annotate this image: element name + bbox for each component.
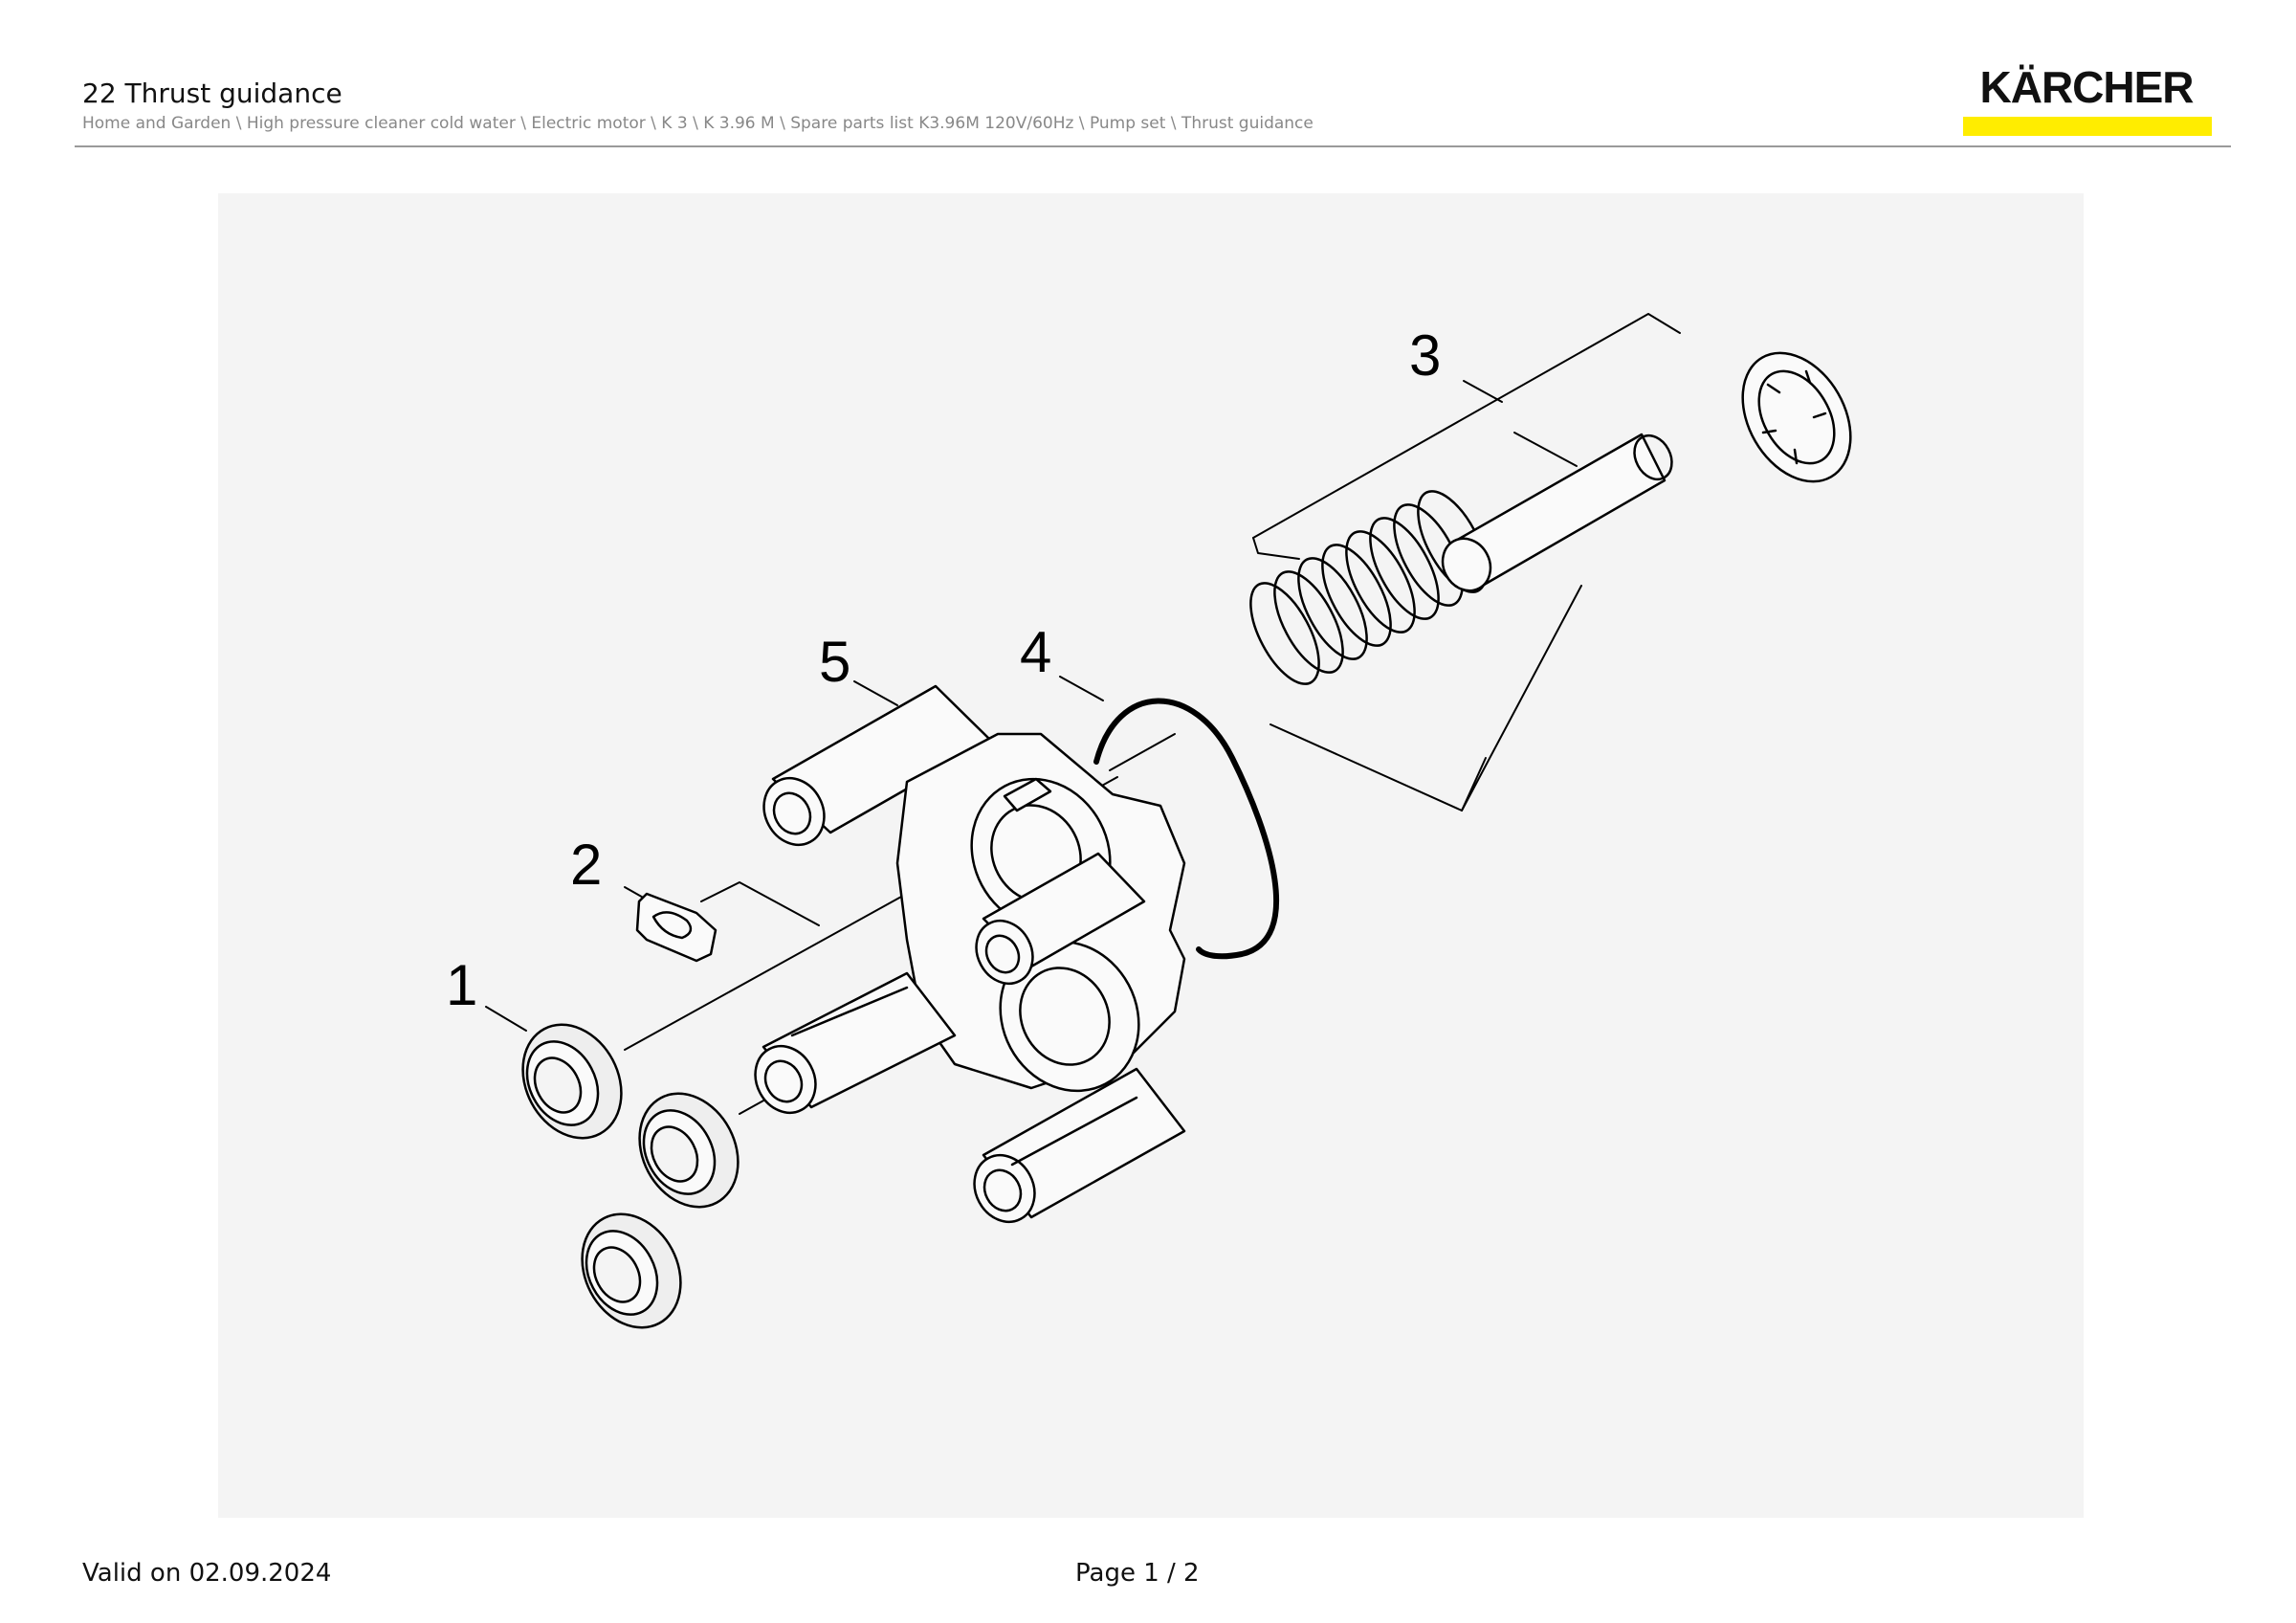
exploded-parts-diagram: 1 2 3 4 5 [218, 193, 2084, 1518]
part-4-o-ring [1093, 698, 1280, 960]
diagram-svg: 1 2 3 4 5 [446, 313, 1852, 1329]
part-1-shaft-seal-a [521, 1023, 623, 1140]
breadcrumb: Home and Garden \ High pressure cleaner … [82, 114, 1314, 133]
callout-2: 2 [570, 833, 602, 897]
callout-4: 4 [1020, 620, 1051, 684]
logo-yellow-bar [1963, 117, 2212, 136]
page-title: 22 Thrust guidance [82, 78, 342, 109]
callout-1: 1 [446, 953, 477, 1017]
callout-5: 5 [819, 630, 850, 694]
karcher-logo: KÄRCHER [1961, 63, 2212, 136]
page-number: Page 1 / 2 [1075, 1559, 1200, 1588]
part-3-retaining-ring [1741, 351, 1852, 483]
callout-3: 3 [1409, 323, 1441, 388]
part-3-piston [1441, 433, 1673, 592]
header-divider [75, 145, 2231, 147]
part-1-shaft-seal-b [638, 1092, 740, 1209]
logo-wordmark: KÄRCHER [1979, 62, 2195, 112]
valid-date: Valid on 02.09.2024 [82, 1559, 332, 1588]
part-1-shaft-seal-c [581, 1212, 682, 1329]
part-2-guide-insert [635, 892, 718, 963]
part-5-thrust-guidance-housing [754, 684, 1186, 1224]
